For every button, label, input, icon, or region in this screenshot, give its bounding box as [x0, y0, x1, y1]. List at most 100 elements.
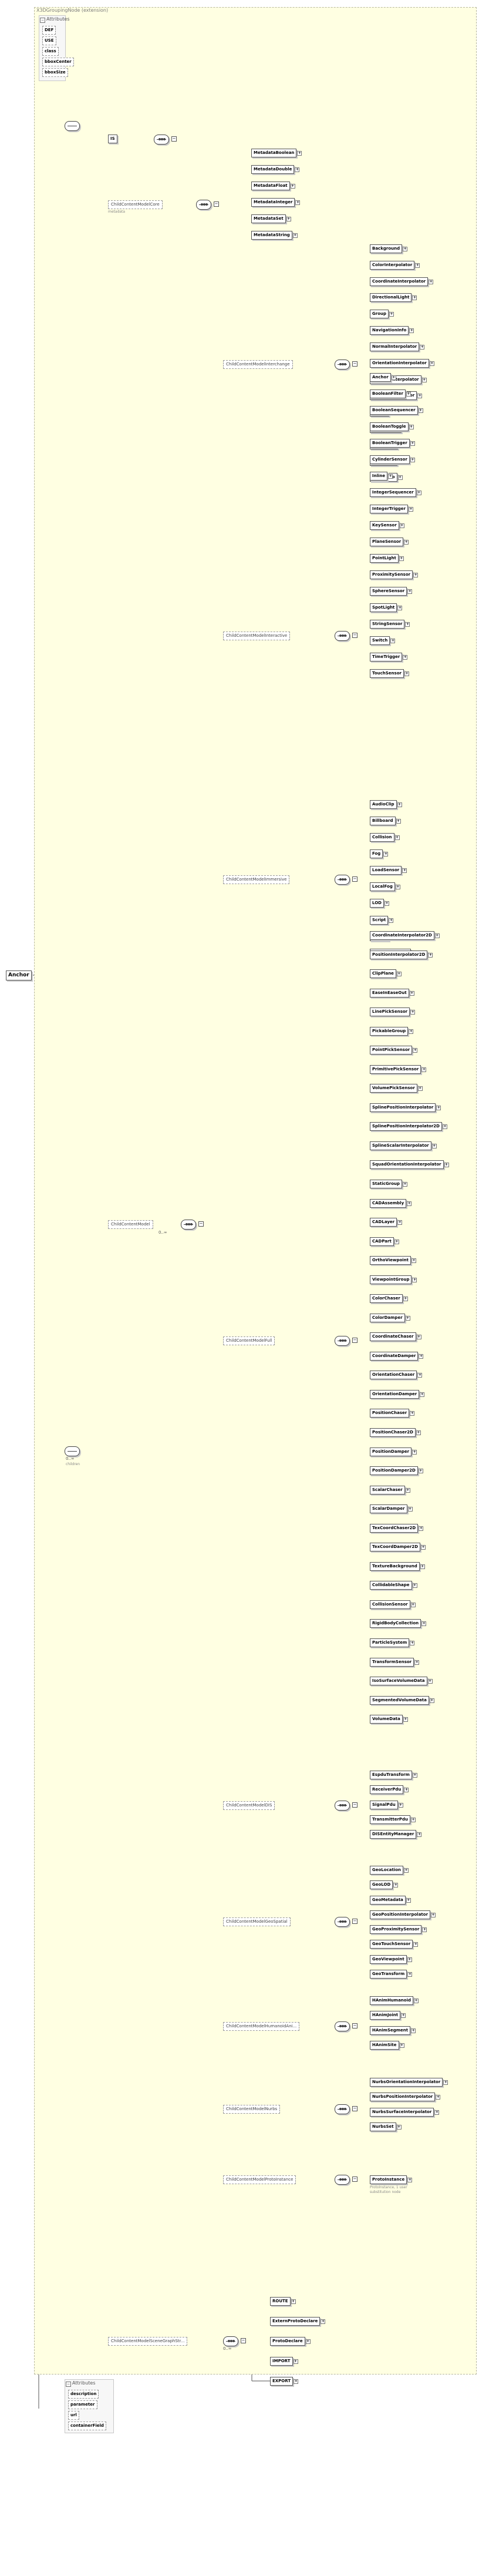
choice-childcontentmodelprotoinstance[interactable]: [335, 2175, 350, 2185]
choice-childcontentmodelfull-collapse-toggle[interactable]: −: [352, 1338, 357, 1343]
expand-icon[interactable]: +: [411, 1817, 416, 1822]
choice-childcontentmodelimmersive[interactable]: [335, 875, 350, 885]
expand-icon[interactable]: +: [290, 184, 295, 189]
group-childcontentmodelinterchange[interactable]: ChildContentModelInterchange: [223, 360, 293, 369]
expand-icon[interactable]: +: [421, 377, 427, 382]
element-touchsensor[interactable]: TouchSensor+: [370, 669, 409, 678]
attribute-def[interactable]: DEF: [42, 26, 56, 35]
element-geotouchsensor[interactable]: GeoTouchSensor+: [370, 1940, 419, 1949]
group-childcontentmodelcore[interactable]: ChildContentModelCore: [108, 200, 163, 209]
element-localfog[interactable]: LocalFog+: [370, 882, 400, 892]
choice-childcontentmodelprotoinstance-collapse-toggle[interactable]: −: [352, 2177, 357, 2182]
expand-icon[interactable]: +: [412, 1583, 417, 1588]
choice-childcontentmodelinterchange-collapse-toggle[interactable]: −: [352, 361, 357, 367]
expand-icon[interactable]: +: [431, 1912, 436, 1917]
element-orthoviewpoint[interactable]: OrthoViewpoint+: [370, 1256, 416, 1265]
expand-icon[interactable]: +: [415, 263, 420, 268]
scenegraph-item-externprotodeclare[interactable]: ExternProtoDeclare+: [270, 2317, 326, 2326]
expand-icon[interactable]: +: [408, 506, 413, 512]
element-geoviewpoint[interactable]: GeoViewpoint+: [370, 1954, 412, 1964]
expand-icon[interactable]: +: [390, 638, 396, 643]
sequence-compositor-children[interactable]: [65, 1446, 80, 1456]
expand-icon[interactable]: +: [410, 1602, 416, 1607]
element-hanimsegment[interactable]: HAnimSegment+: [370, 2026, 416, 2035]
expand-icon[interactable]: +: [297, 151, 302, 156]
group-childcontentmodelscenegraphstructure[interactable]: ChildContentModelSceneGraphStr...: [108, 2337, 188, 2346]
element-colorinterpolator[interactable]: ColorInterpolator+: [370, 260, 420, 270]
element-signalpdu[interactable]: SignalPdu+: [370, 1800, 403, 1809]
element-positiondamper[interactable]: PositionDamper+: [370, 1447, 417, 1456]
choice-childcontentmodelimmersive-collapse-toggle[interactable]: −: [352, 876, 357, 882]
expand-icon[interactable]: +: [410, 1010, 416, 1015]
element-geometadata[interactable]: GeoMetadata+: [370, 1895, 411, 1905]
expand-icon[interactable]: +: [409, 328, 414, 334]
expand-icon[interactable]: +: [407, 1957, 412, 1962]
element-booleansequencer[interactable]: BooleanSequencer+: [370, 405, 423, 415]
core-item-metadatafloat[interactable]: MetadataFloat+: [251, 182, 295, 190]
expand-icon[interactable]: +: [410, 457, 415, 462]
expand-icon[interactable]: +: [398, 1802, 403, 1808]
expand-icon[interactable]: +: [421, 1067, 427, 1072]
expand-icon[interactable]: +: [402, 868, 407, 874]
expand-icon[interactable]: +: [403, 1868, 409, 1873]
element-pointpicksensor[interactable]: PointPickSensor+: [370, 1046, 418, 1055]
expand-icon[interactable]: +: [409, 1029, 414, 1034]
element-hanimsite[interactable]: HAnimSite+: [370, 2040, 404, 2050]
element-geotransform[interactable]: GeoTransform+: [370, 1970, 413, 1979]
expand-icon[interactable]: +: [401, 2013, 406, 2019]
expand-icon[interactable]: +: [410, 1640, 415, 1645]
choice-childcontentmodelhumanoidani[interactable]: [335, 2021, 350, 2031]
expand-icon[interactable]: +: [417, 1832, 422, 1838]
element-orientationchaser[interactable]: OrientationChaser+: [370, 1371, 423, 1380]
element-pointlight[interactable]: PointLight+: [370, 553, 404, 563]
element-hanimhumanoid[interactable]: HAnimHumanoid+: [370, 1996, 419, 2005]
element-booleanfilter[interactable]: BooleanFilter+: [370, 389, 411, 398]
element-collision[interactable]: Collision+: [370, 833, 400, 842]
expand-icon[interactable]: +: [406, 391, 411, 397]
expand-icon[interactable]: +: [394, 1239, 399, 1244]
scenegraph-item-protodeclare[interactable]: ProtoDeclare+: [270, 2337, 311, 2346]
element-pickablegroup[interactable]: PickableGroup+: [370, 1026, 414, 1036]
expand-icon[interactable]: +: [399, 2043, 404, 2048]
expand-icon[interactable]: +: [295, 200, 301, 205]
expand-icon[interactable]: +: [403, 1297, 408, 1302]
element-keysensor[interactable]: KeySensor+: [370, 520, 404, 530]
element-background[interactable]: Background+: [370, 244, 408, 253]
group-childcontentmodelhumanoidani[interactable]: ChildContentModelHumanoidAni...: [223, 2022, 300, 2031]
element-fog[interactable]: Fog+: [370, 849, 389, 859]
expand-icon[interactable]: +: [427, 1679, 433, 1684]
group-childcontentmodelgeospatial[interactable]: ChildContentModelGeoSpatial: [223, 1917, 291, 1926]
choice-childcontentmodelnurbs-collapse-toggle[interactable]: −: [352, 2106, 357, 2111]
expand-icon[interactable]: +: [417, 1373, 423, 1378]
expand-icon[interactable]: +: [419, 1354, 424, 1359]
core-item-metadatastring[interactable]: MetadataString+: [251, 231, 298, 240]
element-primitivepicksensor[interactable]: PrimitivePickSensor+: [370, 1064, 427, 1074]
expand-icon[interactable]: +: [406, 1897, 411, 1903]
expand-icon[interactable]: +: [410, 441, 415, 446]
expand-icon[interactable]: +: [421, 1621, 427, 1627]
element-audioclip[interactable]: AudioClip+: [370, 800, 402, 809]
choice-childcontentmodelnurbs[interactable]: [335, 2104, 350, 2114]
expand-icon[interactable]: +: [411, 1258, 416, 1264]
expand-icon[interactable]: +: [321, 2319, 326, 2324]
element-nurbspositioninterpolator[interactable]: NurbsPositionInterpolator+: [370, 2093, 441, 2102]
element-viewpointgroup[interactable]: ViewpointGroup+: [370, 1275, 417, 1284]
expand-icon[interactable]: +: [407, 1201, 412, 1206]
expand-icon[interactable]: +: [292, 233, 298, 238]
element-is[interactable]: IS: [108, 135, 117, 143]
element-collidableshape[interactable]: CollidableShape+: [370, 1581, 417, 1590]
attribute-class[interactable]: class: [42, 47, 59, 56]
expand-icon[interactable]: +: [395, 885, 400, 890]
group-childcontentmodelinteractive[interactable]: ChildContentModelInteractive: [223, 632, 291, 640]
expand-icon[interactable]: +: [403, 1182, 408, 1187]
element-orientationinterpolator[interactable]: OrientationInterpolator+: [370, 358, 434, 368]
element-particlesystem[interactable]: ParticleSystem+: [370, 1638, 415, 1647]
choice-childcontentmodelinteractive[interactable]: [335, 631, 350, 641]
element-texcoordchaser2d[interactable]: TexCoordChaser2D+: [370, 1523, 424, 1533]
expand-icon[interactable]: +: [418, 1469, 423, 1474]
expand-icon[interactable]: +: [397, 1220, 403, 1225]
element-cadlayer[interactable]: CADLayer+: [370, 1218, 403, 1227]
expand-icon[interactable]: +: [293, 2359, 298, 2364]
expand-icon[interactable]: +: [410, 1411, 415, 1416]
expand-icon[interactable]: +: [394, 835, 400, 841]
